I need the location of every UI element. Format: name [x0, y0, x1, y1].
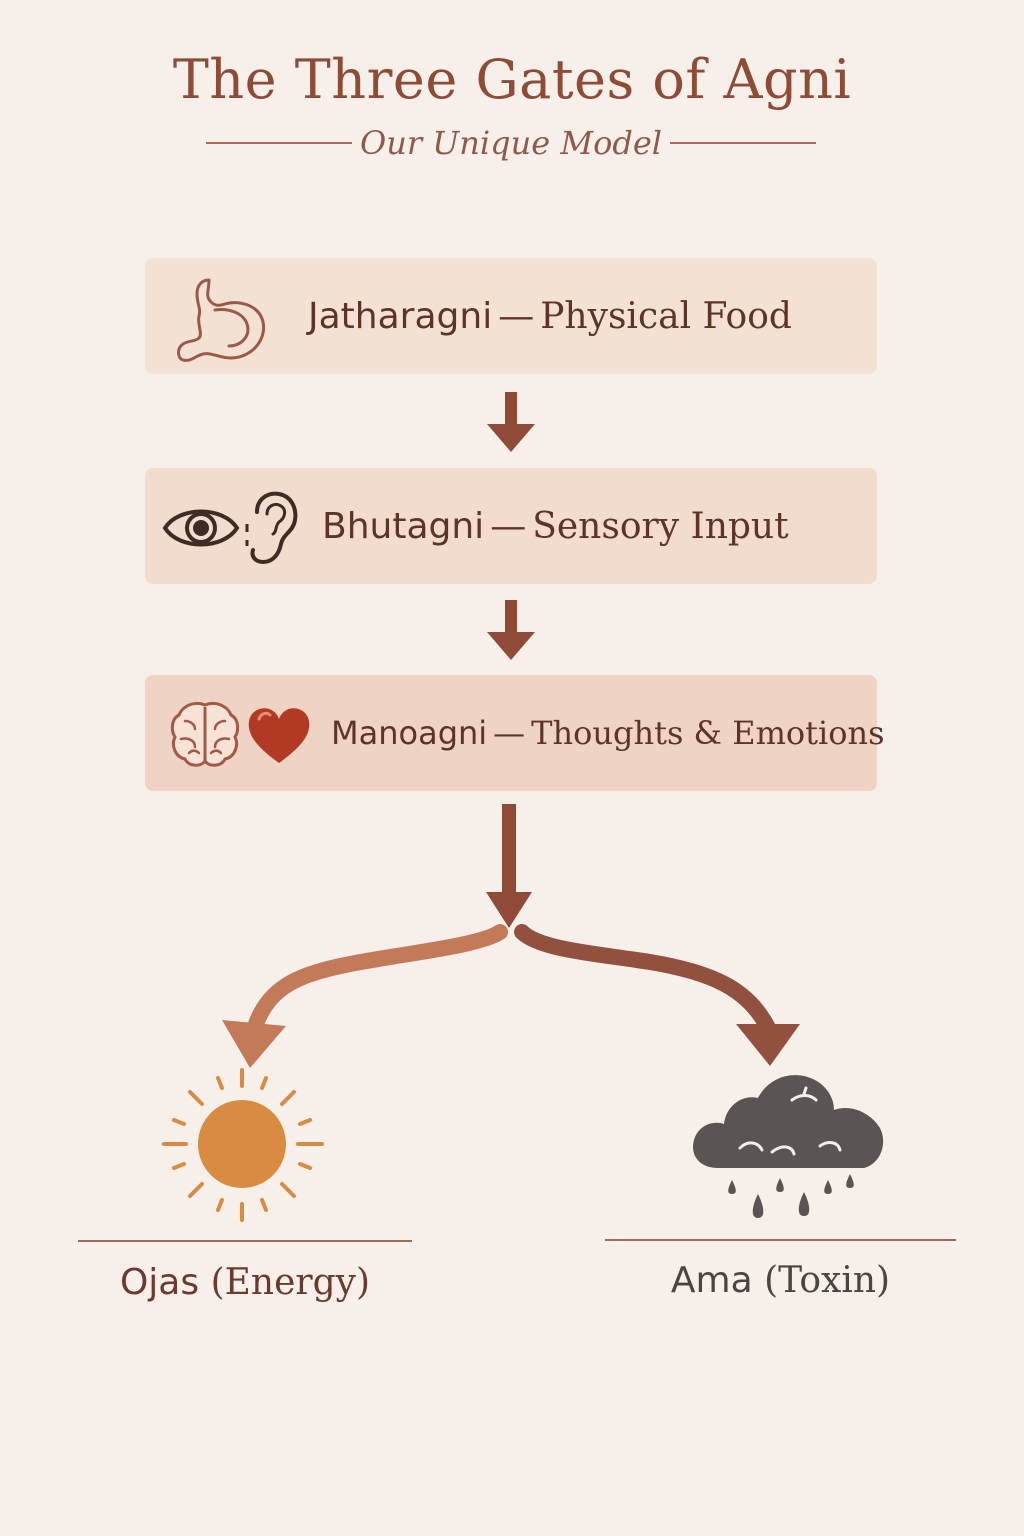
gate-label: Bhutagni—Sensory Input [322, 506, 789, 547]
gate-name: Manoagni [331, 714, 488, 752]
gate-separator: — [493, 714, 526, 752]
right-branch-head [736, 1024, 800, 1066]
subtitle-row: Our Unique Model [206, 118, 816, 168]
down-arrow-icon [487, 600, 535, 660]
right-branch-arrow [514, 924, 776, 1036]
heart-icon [248, 708, 310, 763]
left-branch-head [222, 1020, 286, 1068]
gate-description: Thoughts & Emotions [531, 714, 885, 752]
gate-manoagni: Manoagni—Thoughts & Emotions [145, 675, 885, 791]
gate-label: Jatharagni—Physical Food [308, 296, 792, 337]
gate-label: Manoagni—Thoughts & Emotions [331, 714, 885, 752]
page-subtitle: Our Unique Model [359, 124, 662, 162]
gate-description: Physical Food [540, 295, 792, 337]
outcome-note: (Energy) [210, 1262, 371, 1303]
brain-icon [170, 701, 240, 767]
outcome-ama: Ama (Toxin) [605, 1260, 956, 1301]
gate-bhutagni: Bhutagni—Sensory Input [145, 468, 877, 584]
outcome-name: Ojas [119, 1262, 200, 1303]
down-arrow-head [486, 892, 532, 928]
rain-cloud-icon [693, 1075, 884, 1218]
ear-icon [245, 491, 298, 565]
divider-right [669, 142, 816, 144]
gate-name: Jatharagni [308, 295, 493, 337]
gate-description: Sensory Input [532, 505, 789, 547]
gate-name: Bhutagni [322, 505, 485, 547]
left-branch-arrow [248, 924, 508, 1032]
page-title: The Three Gates of Agni [172, 48, 852, 111]
outcome-name: Ama [670, 1260, 753, 1301]
divider-left [206, 142, 352, 144]
gate-separator: — [490, 505, 527, 547]
split-arrow [222, 804, 800, 1068]
sun-icon [162, 1068, 324, 1222]
ojas-divider [78, 1240, 412, 1242]
gate-separator: — [498, 295, 535, 337]
down-arrow-icon [487, 392, 535, 452]
stomach-icon [177, 278, 266, 362]
outcome-ojas: Ojas (Energy) [78, 1262, 412, 1303]
eye-icon [162, 509, 240, 547]
gate-jatharagni: Jatharagni—Physical Food [145, 258, 877, 374]
down-arrow-stem [502, 804, 516, 900]
ama-divider [605, 1239, 956, 1241]
outcome-note: (Toxin) [764, 1260, 891, 1301]
